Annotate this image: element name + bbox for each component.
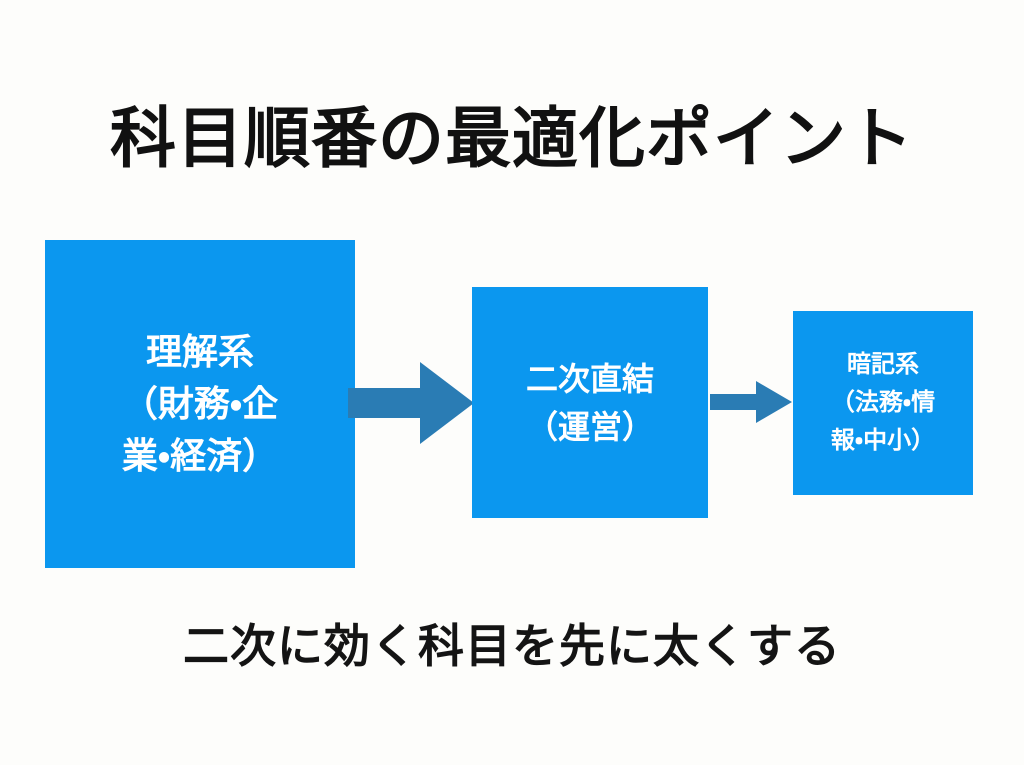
flow-box-secondary-line1: 二次直結 <box>525 360 654 397</box>
slide-caption: 二次に効く科目を先に太くする <box>183 620 841 672</box>
flow-box-memorize[interactable]: 暗記系 （法務・情 報・中小） <box>793 311 973 495</box>
flow-box-secondary-line2: （運営） <box>525 408 654 445</box>
flow-box-memorize-label: 暗記系 （法務・情 報・中小） <box>801 346 965 460</box>
flow-box-secondary[interactable]: 二次直結 （運営） <box>472 287 708 518</box>
page-title: 科目順番の最適化ポイント <box>110 101 914 176</box>
flow-box-understand-line1: 理解系 <box>145 331 254 372</box>
flow-arrow-2 <box>710 379 792 425</box>
flow-arrow-1 <box>348 360 474 446</box>
flow-box-memorize-line2: （法務・情 <box>830 389 936 416</box>
right-arrow-icon <box>348 362 474 444</box>
flow-box-understand[interactable]: 理解系 （財務・企 業・経済） <box>45 240 355 568</box>
flow-box-secondary-label: 二次直結 （運営） <box>480 355 700 451</box>
right-arrow-icon <box>710 381 792 423</box>
flow-box-memorize-line3: 報・中小） <box>830 427 936 454</box>
flow-box-understand-line3: 業・経済） <box>121 435 279 476</box>
flow-box-understand-label: 理解系 （財務・企 業・経済） <box>53 326 347 482</box>
flow-box-understand-line2: （財務・企 <box>121 383 279 424</box>
flow-box-memorize-line1: 暗記系 <box>847 351 919 378</box>
